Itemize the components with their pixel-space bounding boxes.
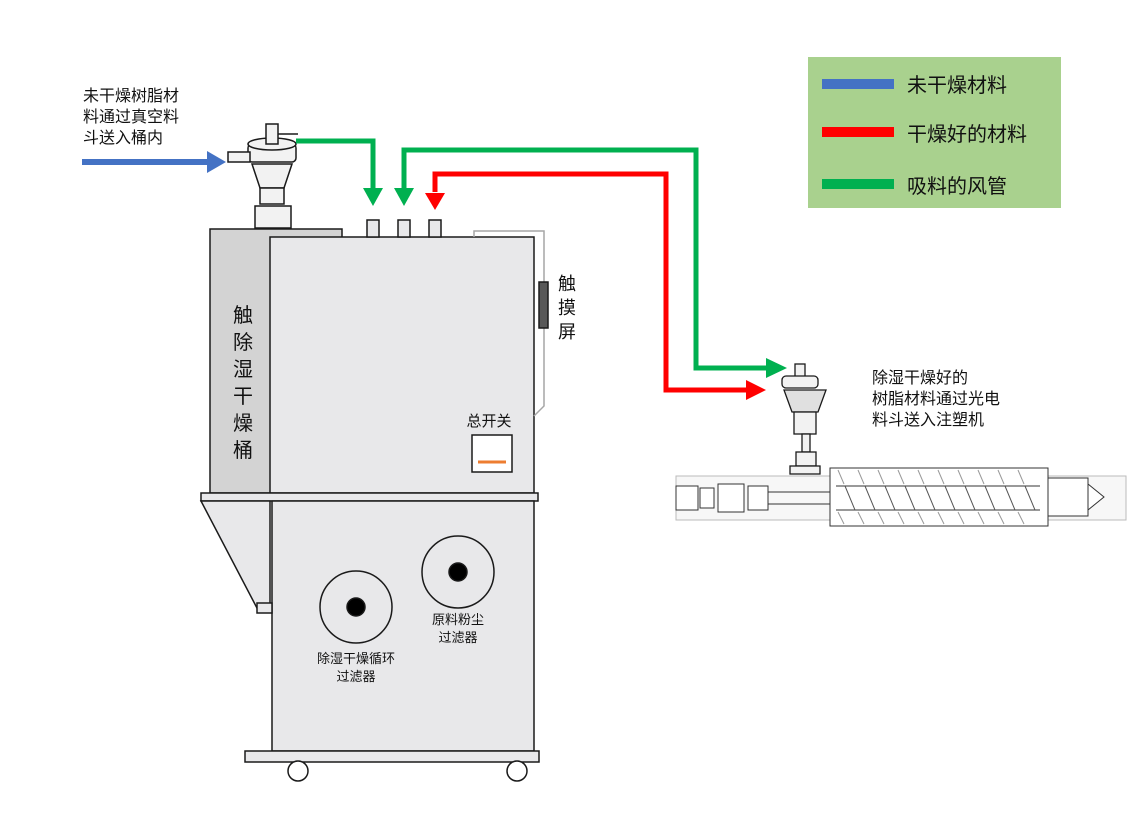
cycle-filter-line-1: 除湿干燥循环 [317,652,395,667]
output-note-line-3: 料斗送入注塑机 [872,410,984,429]
lower-cabinet [271,500,535,752]
hopper-cone [199,500,271,611]
input-note-line-3: 斗送入桶内 [83,128,163,147]
raw-filter-line-2: 过滤器 [438,631,477,646]
cycle-filter-center [346,597,366,617]
wheel-right [506,760,528,782]
cabinet-ledge [200,492,539,502]
undried-material-arrow [82,151,226,173]
dryer-machine [199,123,549,782]
injection-machine [675,467,1127,527]
barrel-char-1: 触 [233,303,253,327]
input-note-line-2: 料通过真空料 [83,107,179,126]
legend-label-dried: 干燥好的材料 [907,122,1027,146]
machine-base [244,750,540,763]
optical-hopper [781,363,827,475]
input-note-line-1: 未干燥树脂材 [83,86,179,105]
main-switch-label: 总开关 [466,412,511,430]
port-1 [366,219,380,238]
touch-screen-label: 触 摸 屏 [558,274,576,343]
cycle-filter-line-2: 过滤器 [336,670,375,685]
screen-char-3: 屏 [558,322,576,343]
vacuum-hopper [227,123,298,229]
legend-swatch-green [822,179,894,189]
raw-filter-line-1: 原料粉尘 [432,613,484,628]
legend-label-suction: 吸料的风管 [907,174,1007,198]
barrel-char-3: 湿 [233,357,253,381]
wheel-left [287,760,309,782]
port-2 [397,219,411,238]
suction-pipe-2 [394,147,787,378]
output-note-line-2: 树脂材料通过光电 [872,389,1000,408]
raw-dust-filter-center [448,562,468,582]
dryer-barrel-label: 触 除 湿 干 燥 桶 [233,303,253,462]
barrel-char-6: 桶 [233,438,253,462]
side-outlet [256,602,273,614]
output-note: 除湿干燥好的 树脂材料通过光电 料斗送入注塑机 [872,368,1000,429]
main-switch-box [471,434,513,473]
input-note: 未干燥树脂材 料通过真空料 斗送入桶内 [83,86,179,147]
legend-swatch-blue [822,79,894,89]
barrel-char-2: 除 [233,330,253,354]
port-3 [428,219,442,238]
output-note-line-1: 除湿干燥好的 [872,368,968,387]
screen-char-2: 摸 [558,298,576,319]
barrel-char-5: 燥 [233,411,253,435]
legend: 未干燥材料 干燥好的材料 吸料的风管 [808,57,1061,208]
screen-char-1: 触 [558,274,576,295]
barrel-char-4: 干 [233,384,253,408]
legend-swatch-red [822,127,894,137]
dried-material-pipe [425,171,766,400]
raw-filter-label: 原料粉尘 过滤器 [432,613,484,646]
touch-screen [538,281,549,329]
cycle-filter-label: 除湿干燥循环 过滤器 [317,652,395,685]
legend-label-undried: 未干燥材料 [907,73,1007,97]
suction-pipe-1 [296,138,383,206]
